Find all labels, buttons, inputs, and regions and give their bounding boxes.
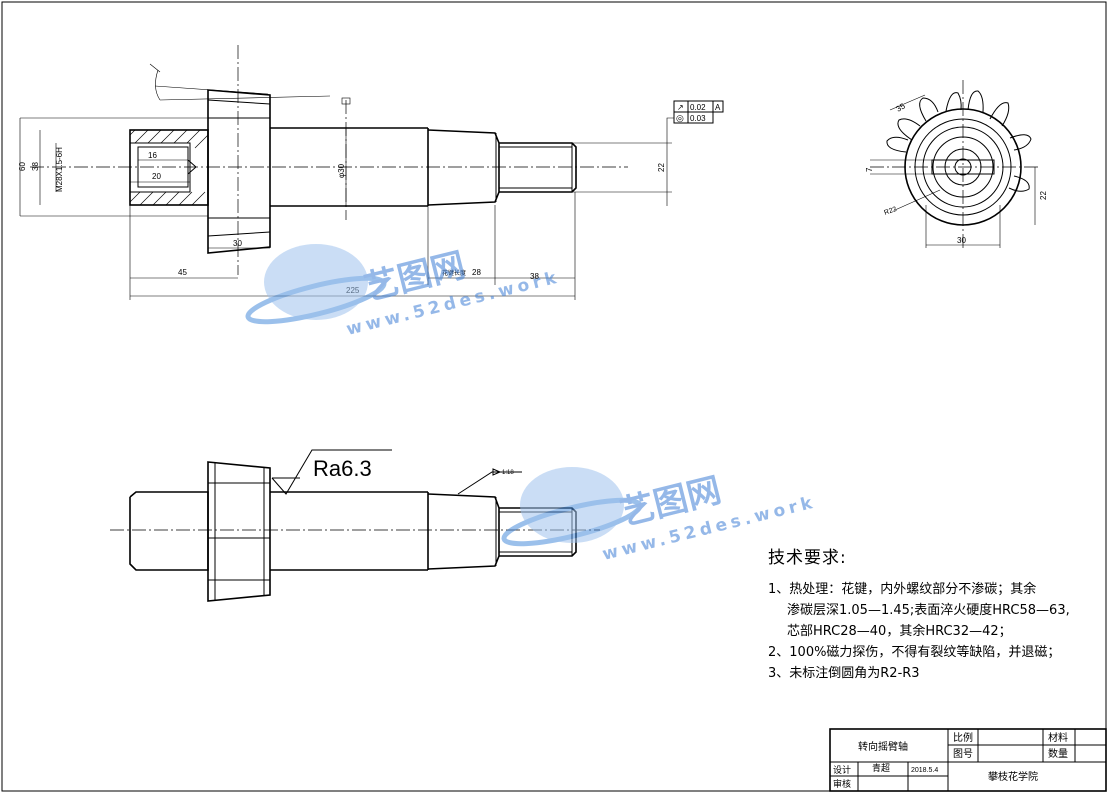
- tolerance-frame: ↗ 0.02 A ◎ 0.03: [666, 100, 724, 130]
- tech-item-3: 3、未标注倒圆角为R2-R3: [768, 666, 920, 681]
- dim-20: 20: [152, 172, 161, 181]
- runout-value: 0.02: [690, 103, 706, 112]
- review-label: 审核: [833, 778, 851, 789]
- gear-dim-7: 7: [865, 167, 874, 172]
- dim-45: 45: [178, 268, 187, 277]
- dim-38b: 38: [530, 272, 539, 281]
- dim-16: 16: [148, 151, 157, 160]
- taper-label: 1:18: [502, 470, 514, 476]
- shaft-outside-view: Ra6.3 1:18: [110, 449, 600, 602]
- runout-symbol: ↗: [677, 103, 684, 112]
- school-name: 攀枝花学院: [988, 770, 1038, 783]
- roughness-label: Ra6.3: [313, 456, 372, 481]
- gear-end-view: 35 7 R22 22 30: [865, 80, 1048, 250]
- dim-30: 30: [233, 239, 242, 248]
- designer-name: 青超: [872, 762, 890, 773]
- gear-dim-30: 30: [957, 236, 966, 245]
- design-date: 2018.5.4: [911, 767, 938, 774]
- dim-38: 38: [31, 162, 40, 171]
- dim-phi30: φ30: [337, 163, 346, 178]
- tech-item-2: 2、100%磁力探伤，不得有裂纹等缺陷，并退磁；: [768, 645, 1061, 660]
- drawing-no-label: 图号: [953, 748, 973, 760]
- gear-dim-35: 35: [895, 101, 908, 114]
- shaft-section-view: [30, 45, 628, 275]
- tech-requirements: 技术要求: 1、热处理：花键，内外螺纹部分不渗碳；其余 渗碳层深1.05—1.4…: [768, 548, 1098, 684]
- dim-thread: M28X1.5-6H: [55, 147, 64, 192]
- scale-label: 比例: [953, 731, 973, 744]
- tech-item-1-line-1: 1、热处理：花键，内外螺纹部分不渗碳；其余: [768, 582, 1037, 597]
- runout-datum: A: [715, 103, 721, 112]
- part-name: 转向摇臂轴: [858, 740, 908, 753]
- dim-28: 28: [472, 268, 481, 277]
- gear-dim-22: 22: [1039, 191, 1048, 200]
- material-label: 材料: [1048, 731, 1068, 744]
- quantity-label: 数量: [1048, 747, 1068, 760]
- dim-60: 60: [18, 162, 27, 171]
- coaxiality-symbol: ◎: [676, 113, 684, 123]
- dimension-set-top: 60 38 M28X1.5-6H 16 20 30 45 225 φ30 22 …: [18, 97, 672, 300]
- spline-length-label: 花键长度: [442, 269, 466, 277]
- watermark-top: 艺图网 www.52des.work: [245, 244, 562, 340]
- design-label: 设计: [833, 764, 851, 775]
- coaxiality-value: 0.03: [690, 114, 706, 123]
- title-block: 转向摇臂轴 比例 材料 图号 数量 设计 青超 2018.5.4 审核 攀枝花学…: [829, 728, 1107, 792]
- tech-item-1-line-3: 芯部HRC28—40，其余HRC32—42；: [787, 624, 1012, 639]
- gear-dim-r22: R22: [883, 206, 898, 217]
- tech-title: 技术要求:: [768, 548, 847, 568]
- tech-item-1-line-2: 渗碳层深1.05—1.45;表面淬火硬度HRC58—63,: [787, 603, 1070, 618]
- dim-22: 22: [657, 163, 666, 172]
